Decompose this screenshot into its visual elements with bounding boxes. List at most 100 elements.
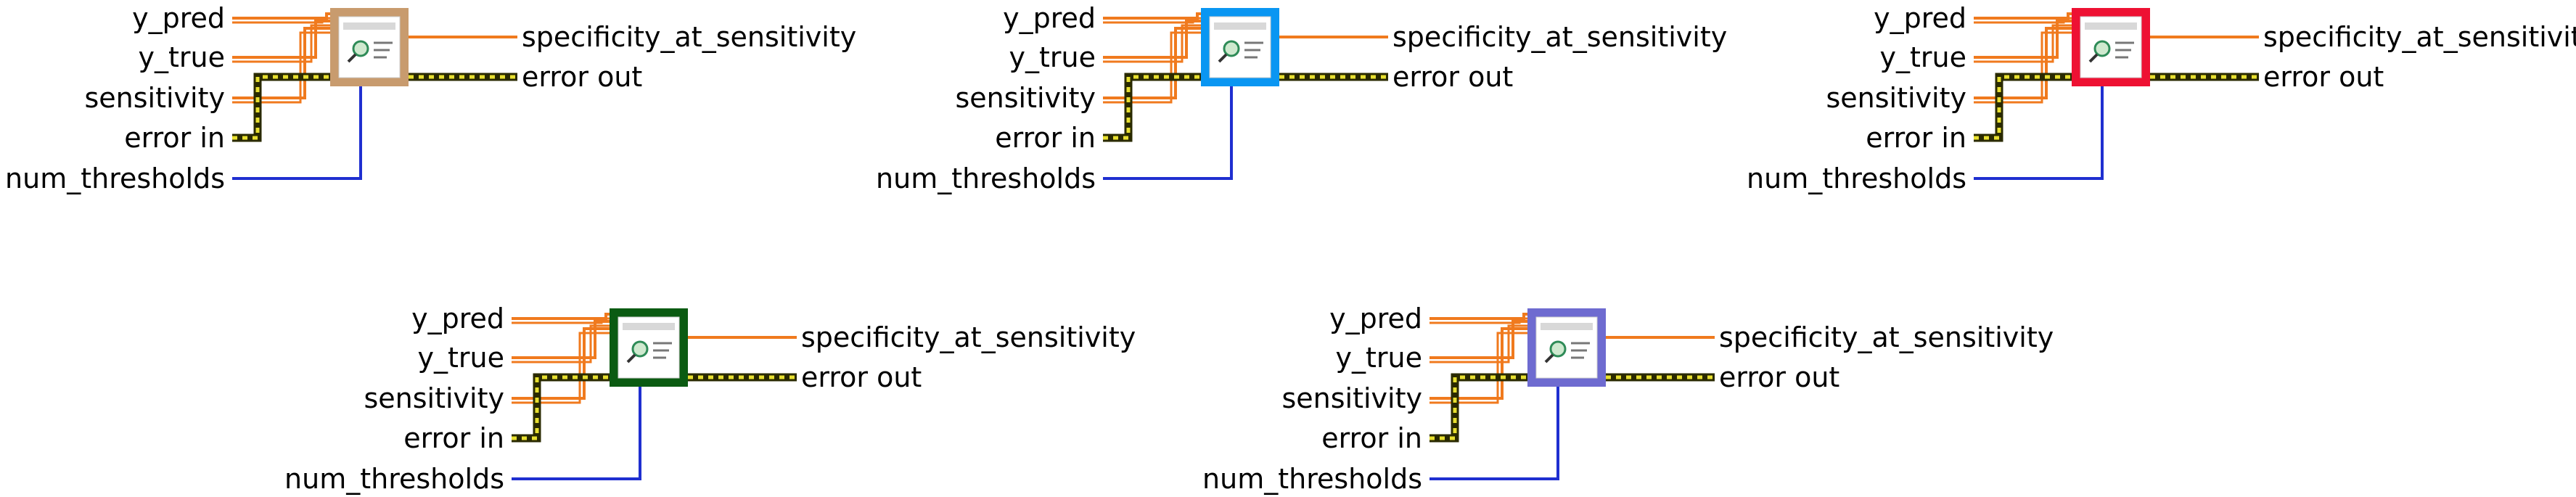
wire-error-in bbox=[512, 373, 610, 443]
output-label-specificity_at_sensitivity: specificity_at_sensitivity bbox=[2263, 21, 2576, 53]
wire-error-in bbox=[1103, 73, 1201, 142]
wire-strand bbox=[512, 332, 610, 404]
wire-error-in bbox=[232, 73, 330, 142]
input-label-num_thresholds: num_thresholds bbox=[1202, 463, 1422, 495]
icon-titlebar bbox=[343, 22, 395, 30]
wire-strand bbox=[232, 31, 330, 104]
input-label-y_true: y_true bbox=[418, 342, 504, 374]
wire-y_pred bbox=[1103, 12, 1201, 20]
wire-y_true bbox=[232, 20, 330, 59]
input-label-error-in: error in bbox=[995, 122, 1096, 154]
output-label-specificity_at_sensitivity: specificity_at_sensitivity bbox=[1719, 321, 2054, 353]
icon-magnifier-lens bbox=[2093, 40, 2111, 57]
input-label-error-in: error in bbox=[403, 422, 504, 454]
wire-error-in-pattern bbox=[1103, 75, 1201, 140]
input-label-error-in: error in bbox=[124, 122, 225, 154]
input-label-y_pred: y_pred bbox=[132, 2, 225, 34]
icon-magnifier-handle bbox=[626, 353, 636, 363]
input-label-y_pred: y_pred bbox=[1329, 303, 1422, 334]
input-label-num_thresholds: num_thresholds bbox=[5, 163, 225, 194]
wire-error-in bbox=[1974, 73, 2072, 142]
input-label-y_true: y_true bbox=[1880, 41, 1966, 73]
output-label-error-out: error out bbox=[1719, 361, 1839, 393]
output-label-error-out: error out bbox=[522, 61, 642, 93]
icon-magnifier-handle bbox=[2088, 53, 2099, 63]
wire-sensitivity bbox=[512, 327, 610, 400]
output-label-specificity_at_sensitivity: specificity_at_sensitivity bbox=[801, 321, 1136, 353]
wire-error-in bbox=[1429, 373, 1527, 443]
input-label-sensitivity: sensitivity bbox=[1281, 382, 1422, 414]
subvi-node-green[interactable]: y_pred y_true sensitivity error in num_thres… bbox=[284, 303, 1136, 495]
subvi-node-purple[interactable]: y_pred y_true sensitivity error in num_thres… bbox=[1202, 303, 2054, 495]
icon-titlebar bbox=[623, 323, 675, 330]
icon-titlebar bbox=[1214, 22, 1266, 30]
icon-magnifier-lens bbox=[1223, 40, 1240, 57]
subvi-node-red[interactable]: y_pred y_true sensitivity error in num_thres… bbox=[1747, 2, 2576, 194]
icon-magnifier-handle bbox=[1218, 53, 1228, 63]
magnifier-with-list-icon bbox=[1541, 323, 1593, 363]
wire-num-thresholds bbox=[1974, 86, 2104, 180]
wire-strand bbox=[1974, 24, 2072, 63]
wire-y_true bbox=[1103, 20, 1201, 59]
icon-magnifier-lens bbox=[352, 40, 369, 57]
icon-titlebar bbox=[2085, 22, 2137, 30]
wire-y_pred bbox=[1974, 12, 2072, 20]
icon-magnifier-lens bbox=[1549, 340, 1567, 358]
magnifier-with-list-icon bbox=[2085, 22, 2137, 63]
wire-y_true bbox=[1974, 20, 2072, 59]
wire-strand bbox=[1103, 31, 1201, 104]
input-label-sensitivity: sensitivity bbox=[1826, 82, 1966, 114]
wire-error-in-pattern bbox=[1429, 375, 1527, 440]
wire-num-thresholds bbox=[1103, 86, 1233, 180]
wire-error-in-pattern bbox=[512, 375, 610, 440]
wire-strand bbox=[1103, 24, 1201, 63]
input-label-sensitivity: sensitivity bbox=[955, 82, 1096, 114]
wire-num-thresholds bbox=[512, 387, 641, 480]
wire-y_pred bbox=[232, 12, 330, 20]
wire-num-thresholds bbox=[1429, 387, 1559, 480]
wire-error-in-pattern bbox=[1974, 75, 2072, 140]
output-label-specificity_at_sensitivity: specificity_at_sensitivity bbox=[1392, 21, 1727, 53]
input-label-error-in: error in bbox=[1866, 122, 1966, 154]
wire-sensitivity bbox=[232, 27, 330, 99]
input-label-error-in: error in bbox=[1321, 422, 1422, 454]
input-label-num_thresholds: num_thresholds bbox=[876, 163, 1096, 194]
wire-y_pred bbox=[512, 313, 610, 320]
wire-sensitivity bbox=[1429, 327, 1527, 400]
wire-y_pred bbox=[1429, 313, 1527, 320]
magnifier-with-list-icon bbox=[343, 22, 395, 63]
input-label-sensitivity: sensitivity bbox=[84, 82, 225, 114]
wire-y_true bbox=[512, 320, 610, 359]
wire-strand bbox=[232, 24, 330, 63]
output-label-error-out: error out bbox=[2263, 61, 2384, 93]
output-label-error-out: error out bbox=[801, 361, 922, 393]
wire-sensitivity bbox=[1103, 27, 1201, 99]
wire-num-thresholds bbox=[232, 86, 362, 180]
output-label-error-out: error out bbox=[1392, 61, 1513, 93]
magnifier-with-list-icon bbox=[1214, 22, 1266, 63]
wire-strand bbox=[1429, 324, 1527, 363]
output-label-specificity_at_sensitivity: specificity_at_sensitivity bbox=[522, 21, 856, 53]
input-label-num_thresholds: num_thresholds bbox=[284, 463, 504, 495]
icon-magnifier-lens bbox=[631, 340, 649, 358]
input-label-y_true: y_true bbox=[1009, 41, 1096, 73]
icon-magnifier-handle bbox=[1544, 353, 1554, 363]
wire-y_true bbox=[1429, 320, 1527, 359]
wire-strand bbox=[512, 324, 610, 363]
icon-magnifier-handle bbox=[347, 53, 357, 63]
input-label-y_true: y_true bbox=[1336, 342, 1422, 374]
input-label-y_pred: y_pred bbox=[1874, 2, 1966, 34]
icon-titlebar bbox=[1541, 323, 1593, 330]
wire-strand bbox=[1429, 332, 1527, 404]
subvi-node-brown[interactable]: y_pred y_true sensitivity error in num_thres… bbox=[5, 2, 856, 194]
input-label-sensitivity: sensitivity bbox=[364, 382, 504, 414]
input-label-num_thresholds: num_thresholds bbox=[1747, 163, 1966, 194]
wire-error-in-pattern bbox=[232, 75, 330, 140]
input-label-y_pred: y_pred bbox=[411, 303, 504, 334]
wire-strand bbox=[1974, 31, 2072, 104]
magnifier-with-list-icon bbox=[623, 323, 675, 363]
input-label-y_true: y_true bbox=[139, 41, 225, 73]
wire-sensitivity bbox=[1974, 27, 2072, 99]
